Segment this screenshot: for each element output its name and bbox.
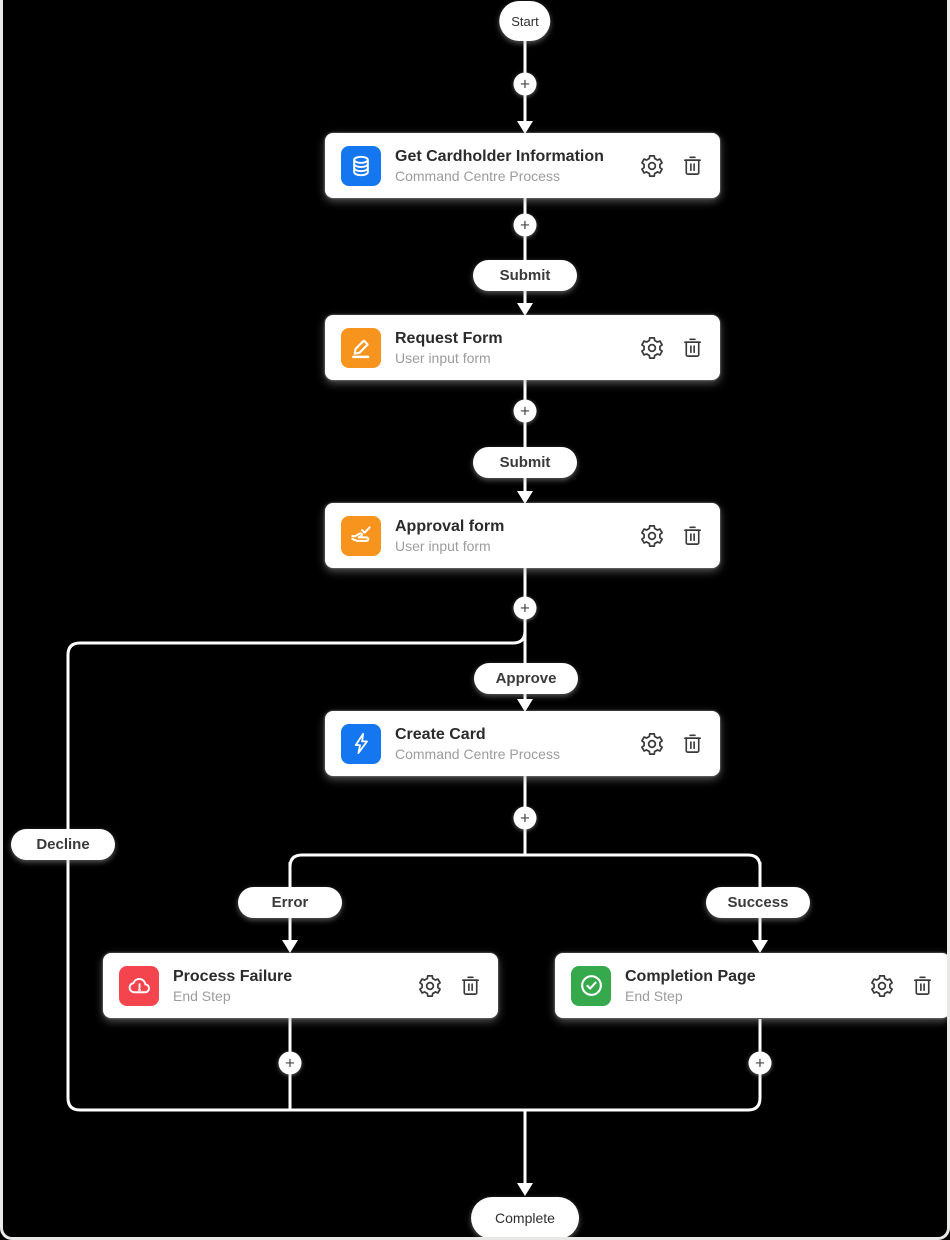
check-circle-icon — [571, 965, 611, 1006]
step-subtitle: User input form — [395, 538, 491, 554]
step-node-process-failure[interactable]: Process Failure End Step — [103, 953, 498, 1018]
step-title: Approval form — [395, 518, 505, 535]
delete-trash-icon[interactable] — [681, 524, 704, 547]
edge-label-decline: Decline — [11, 829, 115, 860]
add-step-button[interactable]: + — [513, 213, 537, 237]
decline-connector — [66, 630, 762, 1112]
edge-label-submit-1: Submit — [473, 260, 577, 291]
step-title: Get Cardholder Information — [395, 148, 604, 165]
delete-trash-icon[interactable] — [911, 974, 934, 997]
step-subtitle: Command Centre Process — [395, 746, 560, 762]
step-node-create-card[interactable]: Create Card Command Centre Process — [325, 711, 720, 776]
delete-trash-icon[interactable] — [681, 732, 704, 755]
add-step-button[interactable]: + — [513, 399, 537, 423]
step-title: Create Card — [395, 726, 486, 743]
step-subtitle: End Step — [625, 988, 683, 1004]
settings-gear-icon[interactable] — [417, 973, 443, 999]
arrowhead-icon — [517, 303, 533, 316]
step-subtitle: End Step — [173, 988, 231, 1004]
add-step-button[interactable]: + — [748, 1051, 772, 1075]
step-title: Process Failure — [173, 968, 293, 985]
step-subtitle: Command Centre Process — [395, 168, 560, 184]
step-node-completion-page[interactable]: Completion Page End Step — [555, 953, 947, 1018]
step-title: Request Form — [395, 330, 503, 347]
arrowhead-icon — [517, 121, 533, 134]
edge-label-submit-2: Submit — [473, 447, 577, 478]
hand-check-icon — [341, 515, 381, 556]
add-step-button[interactable]: + — [278, 1051, 302, 1075]
edge-label-approve: Approve — [474, 663, 578, 694]
arrowhead-icon — [752, 940, 768, 953]
settings-gear-icon[interactable] — [639, 731, 665, 757]
step-node-approval-form[interactable]: Approval form User input form — [325, 503, 720, 568]
delete-trash-icon[interactable] — [681, 336, 704, 359]
arrowhead-icon — [517, 491, 533, 504]
add-step-button[interactable]: + — [513, 806, 537, 830]
split-connector — [288, 853, 762, 868]
step-title: Completion Page — [625, 968, 756, 985]
cloud-alert-icon — [119, 965, 159, 1006]
arrowhead-icon — [517, 699, 533, 712]
edge-label-success: Success — [706, 887, 810, 918]
delete-trash-icon[interactable] — [681, 154, 704, 177]
delete-trash-icon[interactable] — [459, 974, 482, 997]
edge-label-error: Error — [238, 887, 342, 918]
step-node-get-cardholder-information[interactable]: Get Cardholder Information Command Centr… — [325, 133, 720, 198]
complete-terminal: Complete — [471, 1197, 579, 1237]
pencil-edit-icon — [341, 327, 381, 368]
settings-gear-icon[interactable] — [869, 973, 895, 999]
arrowhead-icon — [282, 940, 298, 953]
settings-gear-icon[interactable] — [639, 335, 665, 361]
lightning-bolt-icon — [341, 723, 381, 764]
add-step-button[interactable]: + — [513, 72, 537, 96]
step-subtitle: User input form — [395, 350, 491, 366]
start-terminal: Start — [499, 1, 551, 41]
arrowhead-icon — [517, 1183, 533, 1196]
step-node-request-form[interactable]: Request Form User input form — [325, 315, 720, 380]
settings-gear-icon[interactable] — [639, 523, 665, 549]
add-step-button[interactable]: + — [513, 596, 537, 620]
settings-gear-icon[interactable] — [639, 153, 665, 179]
database-icon — [341, 145, 381, 186]
